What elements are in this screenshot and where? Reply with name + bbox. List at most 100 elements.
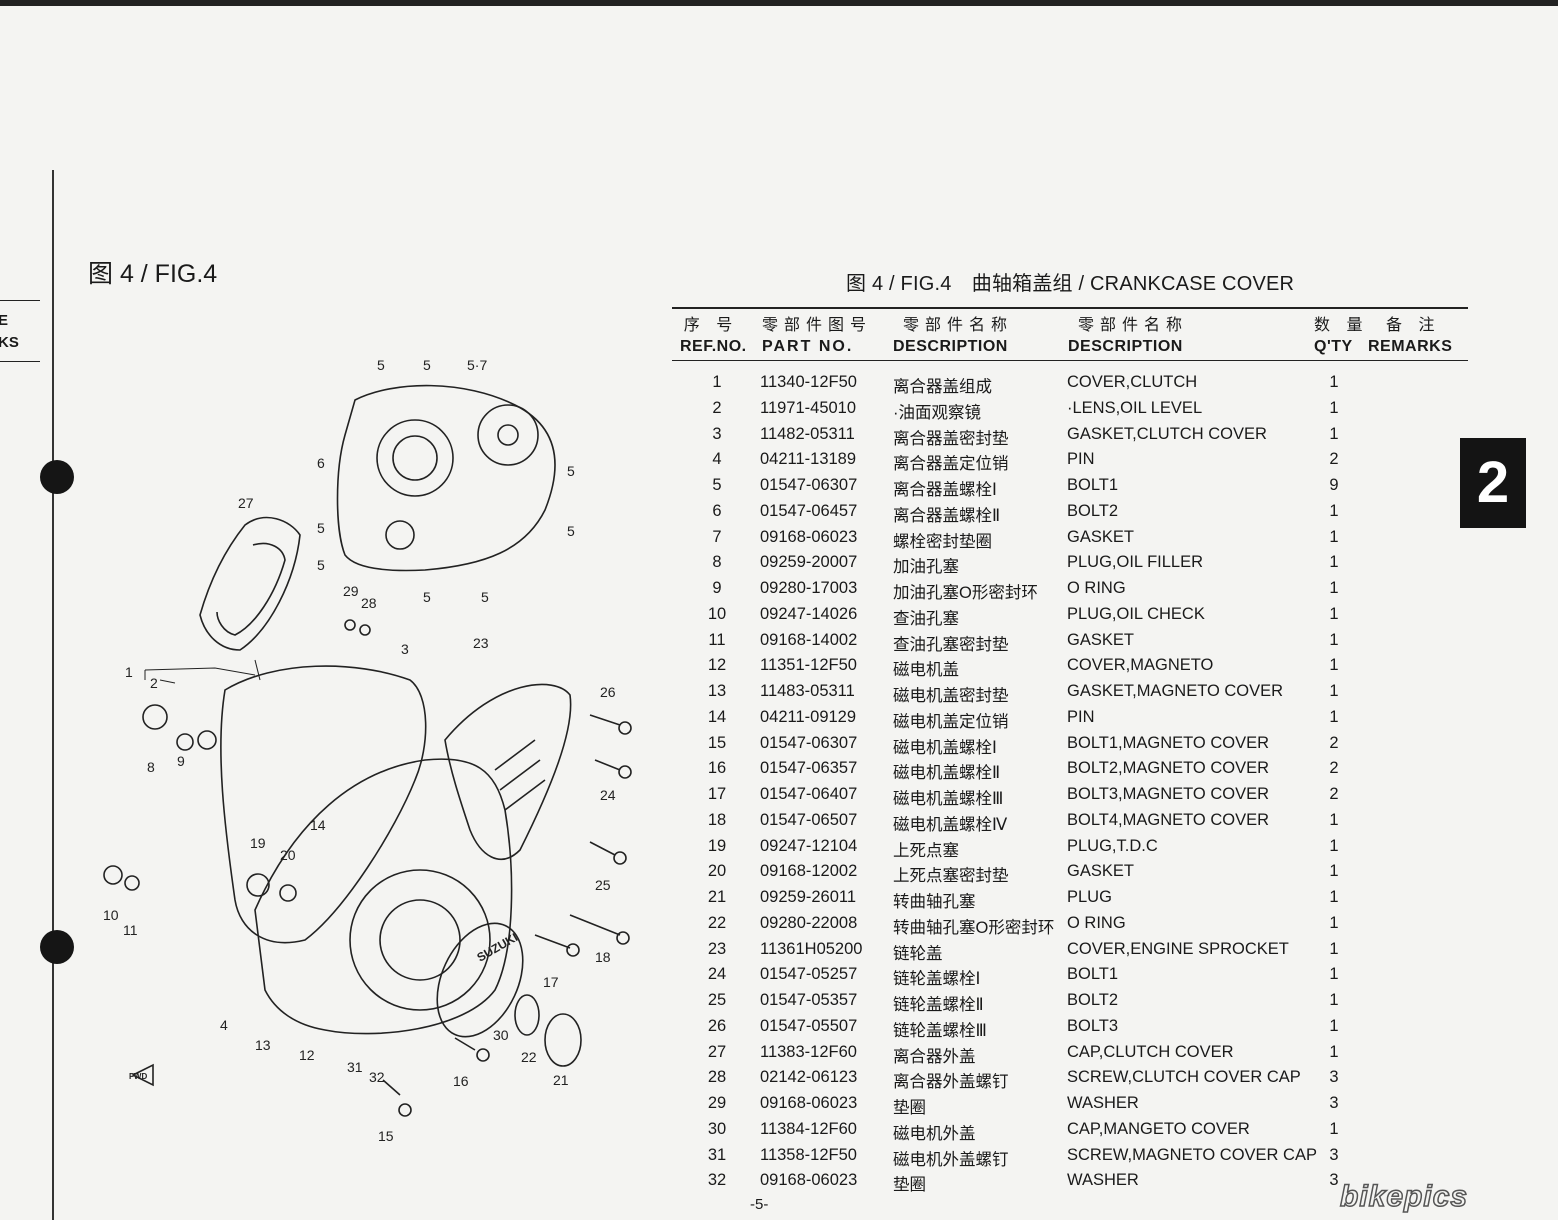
description-en-cell: GASKET,CLUTCH COVER [1067,424,1267,443]
description-zh-cell: 磁电机盖密封垫 [893,687,1009,705]
callout-number: 5 [567,463,575,479]
header-zh: 零部件名称 [903,317,1014,334]
qty-cell: 1 [1329,424,1339,443]
ref-no-cell: 23 [707,939,727,958]
callout-number: 29 [343,583,359,599]
callout-number: 1 [125,664,133,680]
callout-number: 19 [250,835,266,851]
qty-cell: 1 [1329,579,1339,597]
part-no-cell: 09247-12104 [760,836,858,855]
description-en-cell: O RING [1067,913,1126,932]
qty-cell: 1 [1329,810,1339,829]
description-zh-cell: 链轮盖螺栓Ⅰ [893,970,981,989]
previous-page-edge: E KS [0,300,40,362]
part-no-cell: 02142-06123 [760,1068,858,1087]
part-no-cell: 11361H05200 [760,939,863,958]
ref-no-cell: 17 [707,785,727,803]
description-zh-cell: 链轮盖螺栓Ⅱ [893,996,984,1014]
description-zh-cell: 磁电机盖 [893,661,959,680]
description-zh-cell: 离合器盖螺栓Ⅱ [893,506,1001,525]
callout-number: 25 [595,877,611,893]
description-zh-cell: 离合器盖密封垫 [893,429,1009,448]
part-no-cell: 09168-12002 [760,862,858,881]
ref-no-cell: 2 [712,398,722,417]
description-zh-cell: 链轮盖 [893,944,943,963]
callout-number: 5 [423,357,431,373]
part-no-cell: 09168-14002 [760,630,858,649]
header-zh: 备 注 [1386,317,1441,334]
description-zh-cell: 查油孔塞密封垫 [893,635,1009,654]
ref-no-cell: 22 [707,913,727,932]
qty-cell: 1 [1329,553,1339,572]
ref-no-cell: 29 [707,1094,727,1112]
description-en-cell: PIN [1067,450,1095,469]
description-en-cell: BOLT1 [1067,476,1119,494]
washer [344,619,356,631]
callout-number: 23 [473,635,489,651]
part-no-cell: 04211-13189 [760,450,857,469]
qty-cell: 1 [1329,630,1339,649]
sprocket-cover-vents [494,739,546,811]
clutch-cover-cap-inner [216,542,286,636]
callout-number: 20 [280,847,296,863]
qty-cell: 2 [1329,759,1339,778]
callout-number: 8 [147,759,155,775]
bolt-head [476,1048,490,1062]
header-part-no: 零部件图号 PART NO. [762,315,872,357]
leader-line [144,667,256,684]
bolt-head [398,1103,412,1117]
callout-number: 22 [521,1049,537,1065]
part-no-cell: 01547-06357 [760,759,858,778]
callout-number: 5 [567,523,575,539]
qty-cell: 1 [1329,913,1339,932]
description-en-cell: CAP,MANGETO COVER [1067,1119,1250,1138]
ref-no-cell: 5 [712,476,722,494]
description-zh-cell: 磁电机盖螺栓Ⅲ [893,790,1004,808]
sprocket-cover-outline [444,683,572,861]
gasket-outline [220,665,427,944]
description-en-cell: WASHER [1067,1171,1139,1190]
header-en: REF.NO. [680,338,747,355]
description-zh-cell: 查油孔塞 [893,609,959,628]
part-no-cell: 09259-26011 [760,888,857,906]
description-zh-cell: 离合器盖螺栓Ⅰ [893,481,997,499]
callout-number: 15 [378,1128,394,1144]
part-no-cell: 09168-06023 [760,1094,858,1112]
ref-no-cell: 26 [707,1016,727,1035]
callout-number: 17 [543,974,559,990]
part-no-cell: 01547-05357 [760,991,858,1009]
callout-number: 12 [299,1047,315,1063]
description-en-cell: BOLT1 [1067,965,1119,984]
description-zh-cell: 转曲轴孔塞 [893,893,976,911]
description-zh-cell: 螺栓密封垫圈 [893,532,992,551]
qty-cell: 3 [1329,1171,1339,1190]
ref-no-cell: 7 [712,527,722,546]
page-top-border [0,0,1558,6]
part-no-cell: 11351-12F50 [760,656,857,675]
callout-number: 11 [123,922,138,938]
lens [197,730,217,750]
header-en: DESCRIPTION [1068,338,1183,355]
header-zh: 零部件图号 [762,317,873,334]
header-description-zh: 零部件名称 DESCRIPTION [893,315,1013,357]
qty-cell: 1 [1329,604,1339,623]
callout-number: 6 [317,455,325,471]
description-en-cell: SCREW,MAGNETO COVER CAP [1067,1145,1317,1164]
binder-line [52,170,54,1220]
ref-no-cell: 12 [707,656,727,675]
